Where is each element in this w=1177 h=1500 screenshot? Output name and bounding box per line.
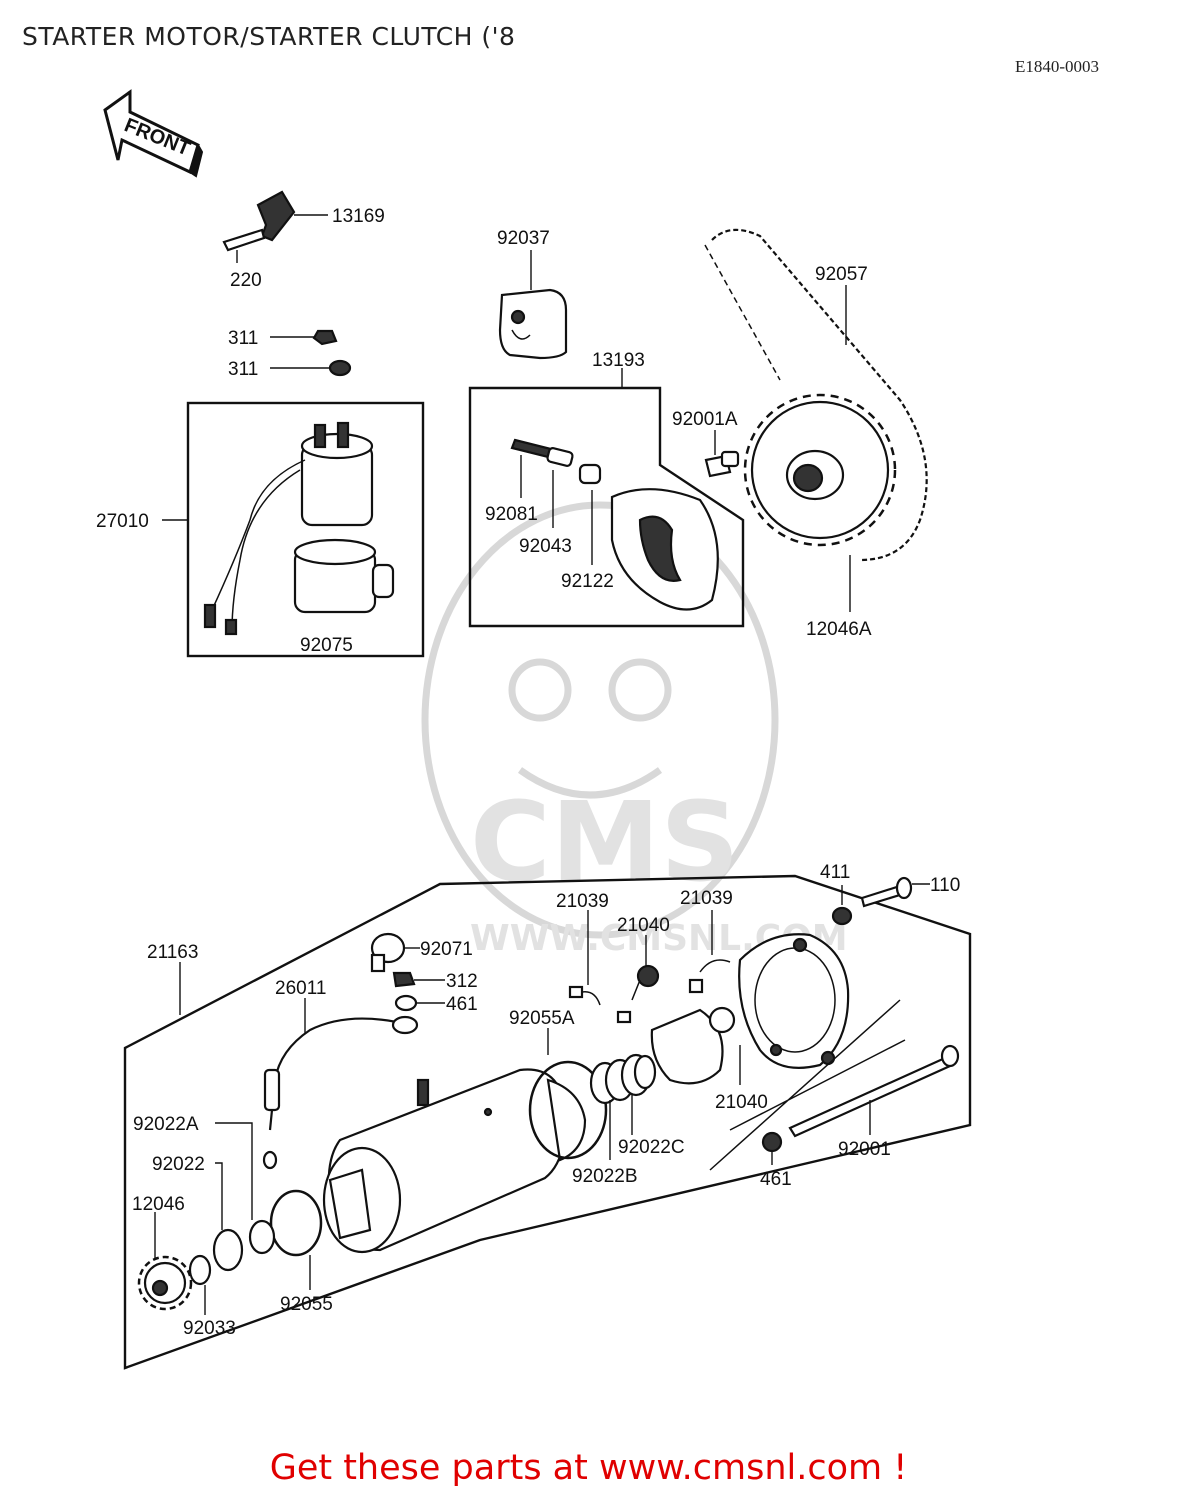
part-group-front-end [137,1122,323,1315]
label-92071[interactable]: 92071 [420,939,473,960]
part-group-411-110 [831,876,930,926]
part-box-27010 [162,401,425,658]
page-title: STARTER MOTOR/STARTER CLUTCH ('8 [22,22,516,51]
diagram-code: E1840-0003 [1015,57,1100,76]
label-13169[interactable]: 13169 [332,206,385,227]
label-92001[interactable]: 92001 [838,1139,891,1160]
label-92022B[interactable]: 92022B [572,1166,638,1187]
label-21039-b[interactable]: 21039 [680,888,733,909]
part-group-92001 [709,999,960,1171]
label-110[interactable]: 110 [930,875,960,896]
label-411[interactable]: 411 [820,862,850,883]
label-92037[interactable]: 92037 [497,228,550,249]
front-arrow: FRONT [103,89,204,178]
label-21163[interactable]: 21163 [147,942,198,963]
part-group-end-cover [738,933,850,1069]
label-92081[interactable]: 92081 [485,504,538,525]
label-92001A[interactable]: 92001A [672,409,738,430]
label-13193[interactable]: 13193 [592,350,645,371]
part-group-26011 [262,998,419,1170]
part-group-311 [270,329,352,377]
label-12046A[interactable]: 12046A [806,619,872,640]
watermark-logo: CMS [470,778,739,906]
label-92022[interactable]: 92022 [152,1154,205,1175]
part-group-92001A [704,430,740,478]
label-21039-a[interactable]: 21039 [556,891,609,912]
label-311-a[interactable]: 311 [228,328,258,349]
part-box-21163 [123,874,972,1370]
label-21040-b[interactable]: 21040 [715,1092,768,1113]
watermark: CMS WWW.CMSNL.COM [421,501,848,959]
part-group-brushes [568,910,741,1085]
label-92057[interactable]: 92057 [815,264,868,285]
part-group-92037 [498,250,568,360]
label-27010[interactable]: 27010 [96,511,149,532]
part-group-13169 [222,190,328,263]
footer-parts-link[interactable]: Get these parts at www.cmsnl.com ! [269,1448,908,1488]
label-92055[interactable]: 92055 [280,1294,333,1315]
part-labels: 13169 220 311 311 27010 92075 92037 1319… [96,206,960,1339]
part-group-92055A [528,1028,608,1160]
label-92022C[interactable]: 92022C [618,1137,685,1158]
part-group-92022B-C [589,1053,657,1160]
label-21040-a[interactable]: 21040 [617,915,670,936]
label-92122[interactable]: 92122 [561,571,614,592]
label-92033[interactable]: 92033 [183,1318,236,1339]
starter-motor-body [322,1068,587,1254]
part-group-chain-sprocket [704,228,928,612]
part-box-13193 [468,368,745,628]
label-92043[interactable]: 92043 [519,536,572,557]
label-92075[interactable]: 92075 [300,635,353,656]
part-group-92071 [370,932,445,1012]
label-311-b[interactable]: 311 [228,359,258,380]
label-461-a[interactable]: 461 [446,994,478,1015]
label-461-b[interactable]: 461 [760,1169,792,1190]
label-92022A[interactable]: 92022A [133,1114,199,1135]
label-26011[interactable]: 26011 [275,978,326,999]
label-12046[interactable]: 12046 [132,1194,185,1215]
label-312[interactable]: 312 [446,971,478,992]
label-92055A[interactable]: 92055A [509,1008,575,1029]
label-220[interactable]: 220 [230,270,262,291]
